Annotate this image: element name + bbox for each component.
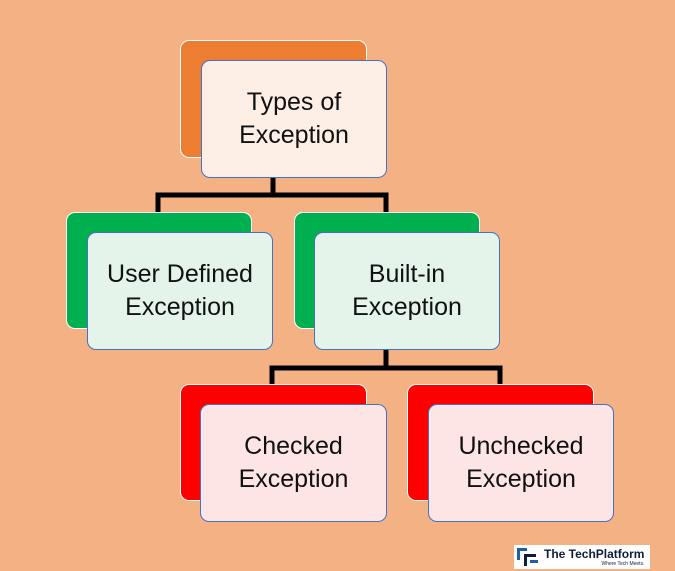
- logo-name: The TechPlatform: [544, 546, 645, 561]
- node-root: Types of Exception: [201, 60, 387, 178]
- node-built-in: Built-in Exception: [314, 232, 500, 350]
- logo-tagline: Where Tech Meets.: [601, 560, 645, 567]
- node-unchecked: Unchecked Exception: [428, 404, 614, 522]
- techplatform-logo: The TechPlatform Where Tech Meets.: [514, 545, 650, 569]
- node-user-defined: User Defined Exception: [87, 232, 273, 350]
- techplatform-logo-icon: [517, 548, 538, 566]
- node-checked: Checked Exception: [200, 404, 387, 522]
